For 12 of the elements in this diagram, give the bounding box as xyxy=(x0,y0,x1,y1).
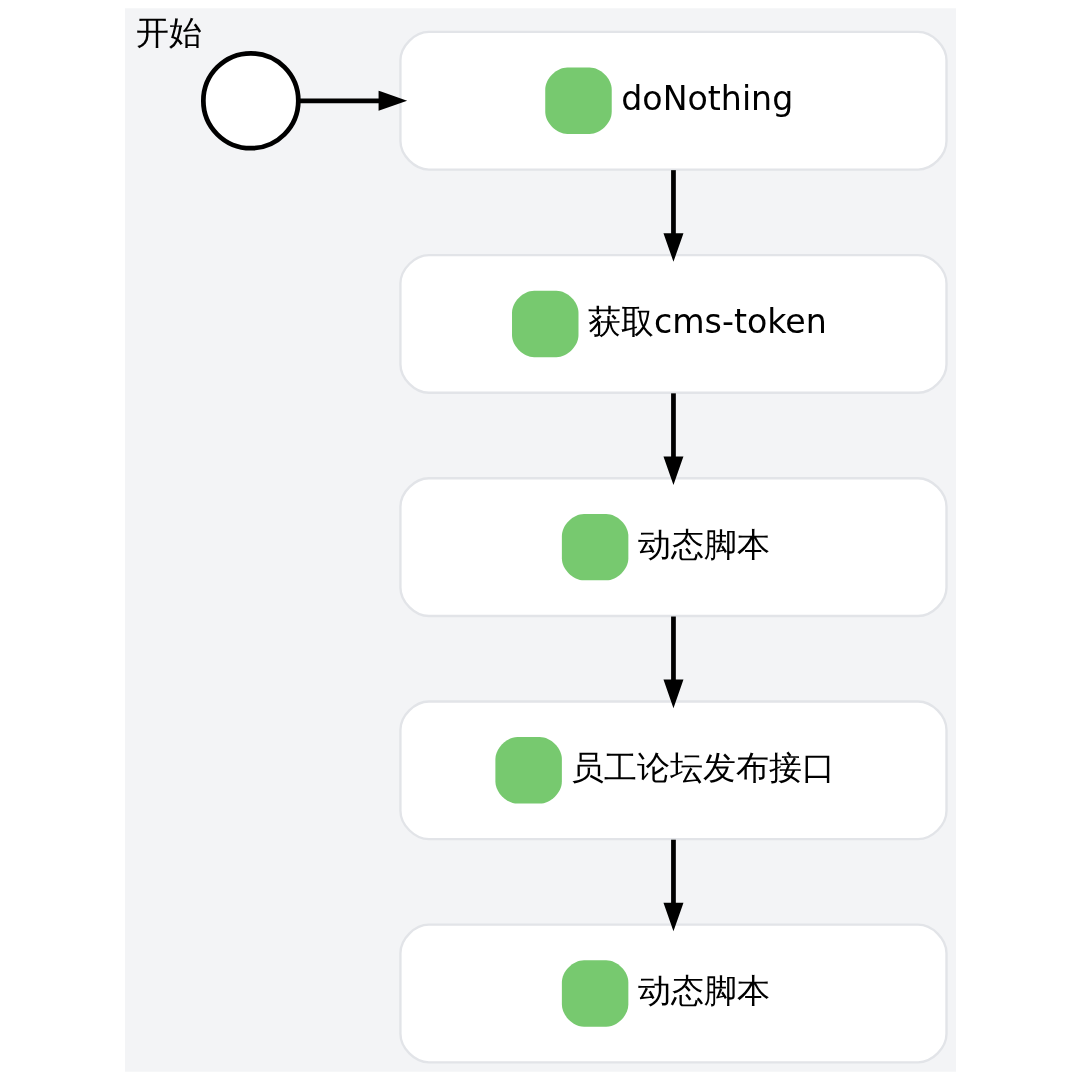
arrow xyxy=(662,170,683,262)
arrow xyxy=(662,839,683,932)
node-box: 员工论坛发布接口 xyxy=(398,700,948,841)
arrow xyxy=(662,616,683,709)
node-label: 开始 xyxy=(135,13,202,53)
node-box: 获取cms-token xyxy=(398,253,948,394)
node-circle xyxy=(200,50,301,151)
node-box: 动态脚本 xyxy=(398,923,948,1064)
node-box: 动态脚本 xyxy=(398,477,948,618)
node-box: doNothing xyxy=(398,30,948,171)
arrow xyxy=(298,90,407,111)
arrow xyxy=(662,393,683,485)
